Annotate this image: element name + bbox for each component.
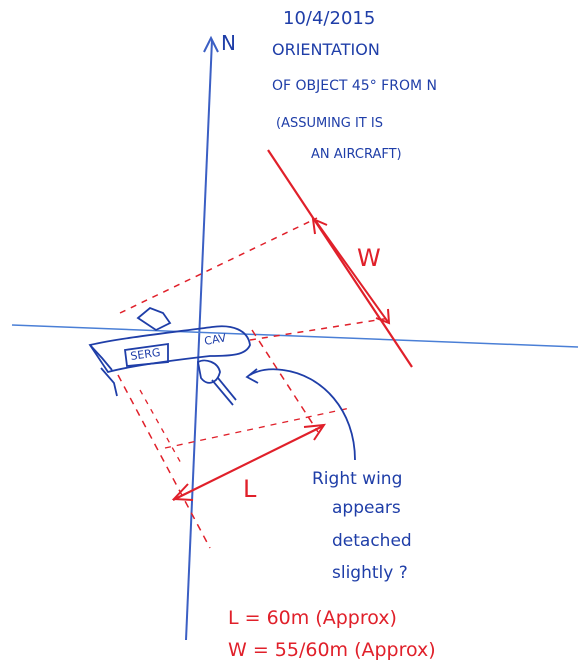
note-line-3: detached	[332, 531, 412, 551]
width-extension-top	[119, 217, 318, 314]
object-label-left: SERG	[130, 346, 162, 363]
note-pointer-line	[249, 368, 356, 461]
length-arrowhead-icon	[303, 423, 327, 441]
width-label: W	[357, 244, 381, 272]
orientation-title: ORIENTATION	[272, 40, 380, 59]
orientation-line-3: (ASSUMING IT IS	[276, 116, 383, 131]
width-dimension-line	[267, 149, 413, 368]
width-arrowhead-icon	[375, 308, 391, 325]
note-pointer-arrowhead-icon	[245, 368, 259, 384]
length-measurement: L = 60m (Approx)	[228, 607, 397, 629]
length-arrowhead-icon	[171, 483, 194, 501]
width-measurement: W = 55/60m (Approx)	[228, 639, 436, 661]
length-extension-left	[117, 374, 211, 549]
length-dimension-line	[172, 425, 324, 501]
note-line-2: appears	[332, 498, 401, 518]
length-extension-lower	[164, 407, 351, 449]
orientation-line-2: OF OBJECT 45° FROM N	[272, 78, 437, 94]
date-text: 10/4/2015	[283, 8, 375, 29]
north-label: N	[221, 31, 236, 55]
aircraft-sketch	[88, 306, 251, 406]
object-label-right: CAV	[203, 331, 227, 348]
note-line-1: Right wing	[312, 469, 402, 489]
length-label: L	[243, 475, 257, 503]
north-arrow-icon	[203, 35, 219, 53]
length-extension-middle	[139, 389, 183, 466]
note-line-4: slightly ?	[332, 563, 408, 583]
orientation-line-4: AN AIRCRAFT)	[311, 147, 402, 162]
north-axis	[185, 39, 213, 641]
width-arrow-shaft	[314, 219, 389, 323]
east-west-axis	[11, 324, 579, 348]
width-arrowhead-icon	[311, 217, 328, 235]
